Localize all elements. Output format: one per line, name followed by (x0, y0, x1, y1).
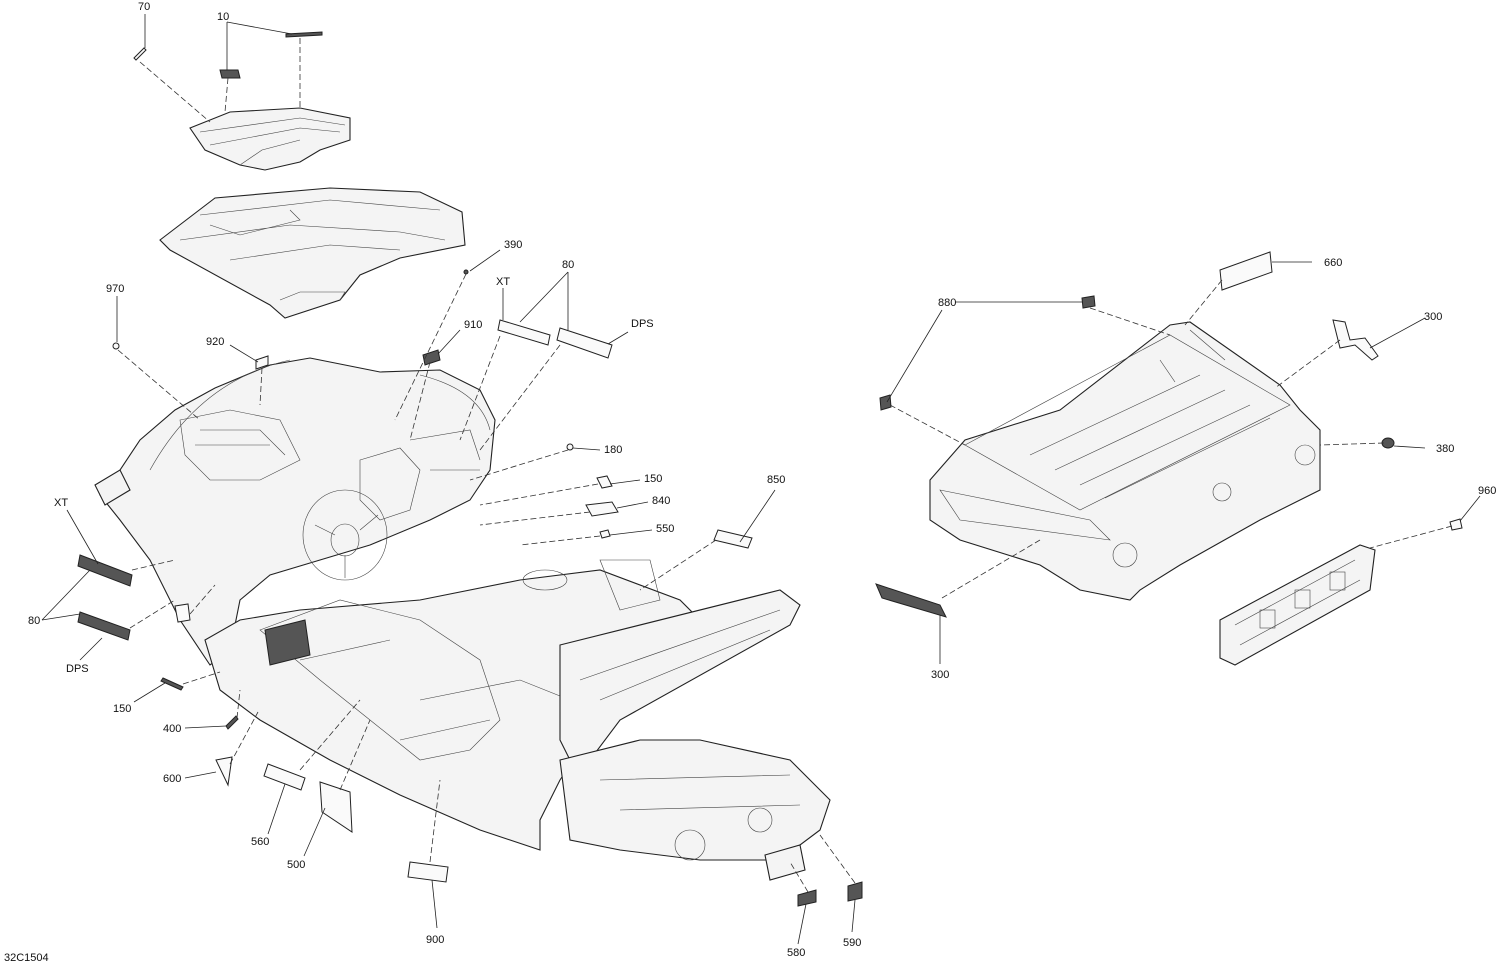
callout-390: 390 (504, 239, 522, 251)
decal-560 (263, 763, 306, 791)
callout-150-right: 150 (644, 473, 662, 485)
decal-70 (133, 47, 147, 61)
tailgate (1219, 544, 1376, 666)
main-body-chassis (94, 357, 831, 881)
drawing-code: 32C1504 (4, 952, 49, 964)
decal-850 (713, 529, 753, 549)
callout-dps-left: DPS (66, 663, 89, 675)
roof-cap (189, 107, 351, 171)
callout-10: 10 (217, 11, 229, 23)
decal-80-xt-left (77, 554, 133, 587)
callout-80-top: 80 (562, 259, 574, 271)
callout-660: 660 (1324, 257, 1342, 269)
decal-10-top (285, 31, 323, 38)
callout-880: 880 (938, 297, 956, 309)
callout-150-left: 150 (113, 703, 131, 715)
callout-180: 180 (604, 444, 622, 456)
decal-660 (1219, 251, 1273, 291)
callout-550: 550 (656, 523, 674, 535)
decal-920 (255, 355, 269, 370)
callout-500: 500 (287, 859, 305, 871)
decal-580 (797, 889, 817, 907)
leader-lines (41, 14, 1481, 945)
callout-70: 70 (138, 1, 150, 13)
decal-590 (847, 881, 863, 902)
callout-300-top: 300 (1424, 311, 1442, 323)
decal-900 (407, 861, 449, 883)
decal-150-right (596, 475, 613, 489)
callout-560: 560 (251, 836, 269, 848)
decal-960 (1449, 518, 1463, 531)
decal-80-dps-left (77, 611, 131, 641)
decal-500 (319, 781, 353, 833)
callout-850: 850 (767, 474, 785, 486)
decal-80-xt (497, 319, 551, 346)
decal-970 (112, 342, 120, 350)
decal-880-top (1081, 295, 1096, 309)
callout-970: 970 (106, 283, 124, 295)
decal-910 (422, 349, 441, 366)
sensor-part (174, 603, 191, 623)
roof-panel (159, 187, 466, 319)
decal-150-left (160, 677, 184, 691)
decal-550 (599, 529, 611, 539)
callout-labels: 70 10 390 970 XT 80 910 DPS 920 180 150 … (28, 1, 1496, 959)
callout-xt-top: XT (496, 276, 510, 288)
callout-300-brand: 300 (931, 669, 949, 681)
callout-580: 580 (787, 947, 805, 959)
callout-920: 920 (206, 336, 224, 348)
callout-xt-left: XT (54, 497, 68, 509)
callout-910: 910 (464, 319, 482, 331)
decal-300-top (1332, 319, 1379, 361)
callout-400: 400 (163, 723, 181, 735)
assembly-lines (117, 38, 1453, 893)
decal-300-brand (875, 583, 947, 618)
decal-840 (585, 501, 619, 517)
decal-400 (225, 715, 239, 730)
decal-180 (566, 443, 574, 451)
decal-600 (215, 756, 233, 787)
callout-840: 840 (652, 495, 670, 507)
callout-900: 900 (426, 934, 444, 946)
callout-590: 590 (843, 937, 861, 949)
callout-600: 600 (163, 773, 181, 785)
callout-380: 380 (1436, 443, 1454, 455)
cargo-box (929, 321, 1321, 601)
decal-80-dps (556, 327, 613, 359)
callout-dps-top: DPS (631, 318, 654, 330)
decal-880-left (879, 394, 892, 411)
callout-80-left: 80 (28, 615, 40, 627)
decal-10 (219, 69, 241, 79)
decal-390 (463, 269, 469, 275)
callout-960: 960 (1478, 485, 1496, 497)
